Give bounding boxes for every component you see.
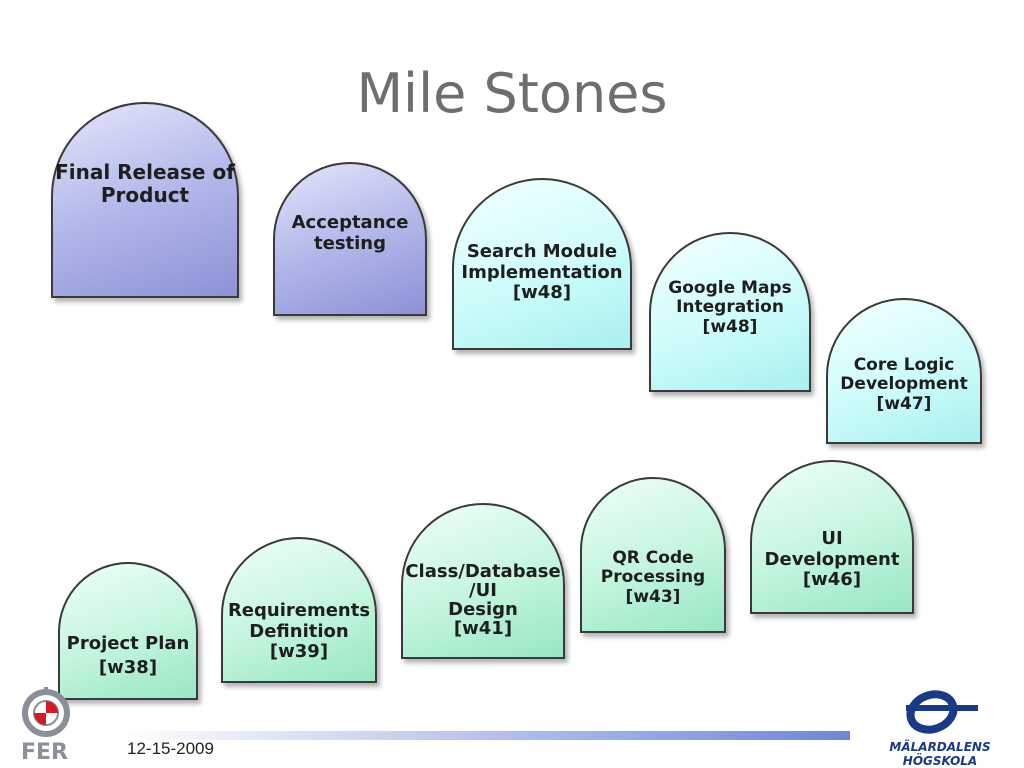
milestone-class-database-ui: Class/Database /UI Design [w41]	[401, 503, 565, 659]
milestone-search-module: Search Module Implementation [w48]	[452, 178, 632, 350]
mdh-logo: MÄLARDALENS HÖGSKOLA	[862, 688, 1018, 768]
milestone-label: Google Maps Integration [w48]	[668, 277, 792, 337]
fer-logo-text: FER	[21, 740, 68, 763]
footer-date: 12-15-2009	[127, 739, 214, 758]
milestone-label: Project Plan [w38]	[66, 632, 190, 678]
footer-gradient-bar	[120, 731, 850, 740]
milestone-label: Class/Database /UI Design [w41]	[405, 561, 561, 639]
milestone-final-release: Final Release of Product	[51, 102, 239, 298]
milestone-core-logic: Core Logic Development [w47]	[826, 298, 982, 444]
milestone-acceptance-testing: Acceptance testing	[273, 162, 427, 316]
mdh-logo-text: MÄLARDALENS HÖGSKOLA	[889, 740, 991, 768]
milestone-label: QR Code Processing [w43]	[600, 547, 706, 607]
milestone-qr-code: QR Code Processing [w43]	[580, 477, 726, 633]
milestone-label: Acceptance testing	[291, 212, 409, 254]
milestone-requirements: Requirements Definition [w39]	[221, 537, 377, 683]
slide-title: Mile Stones	[356, 62, 668, 125]
milestone-label: UI Development [w46]	[764, 527, 900, 591]
milestone-label: Requirements Definition [w39]	[227, 599, 371, 663]
milestone-label: Core Logic Development [w47]	[840, 354, 968, 414]
milestone-label: Search Module Implementation [w48]	[461, 240, 623, 304]
milestone-project-plan: Project Plan [w38]	[58, 562, 198, 700]
milestone-google-maps: Google Maps Integration [w48]	[649, 232, 811, 392]
milestone-ui-development: UI Development [w46]	[750, 460, 914, 614]
milestone-label: Final Release of Product	[55, 160, 235, 207]
fer-logo: FER	[18, 683, 78, 765]
